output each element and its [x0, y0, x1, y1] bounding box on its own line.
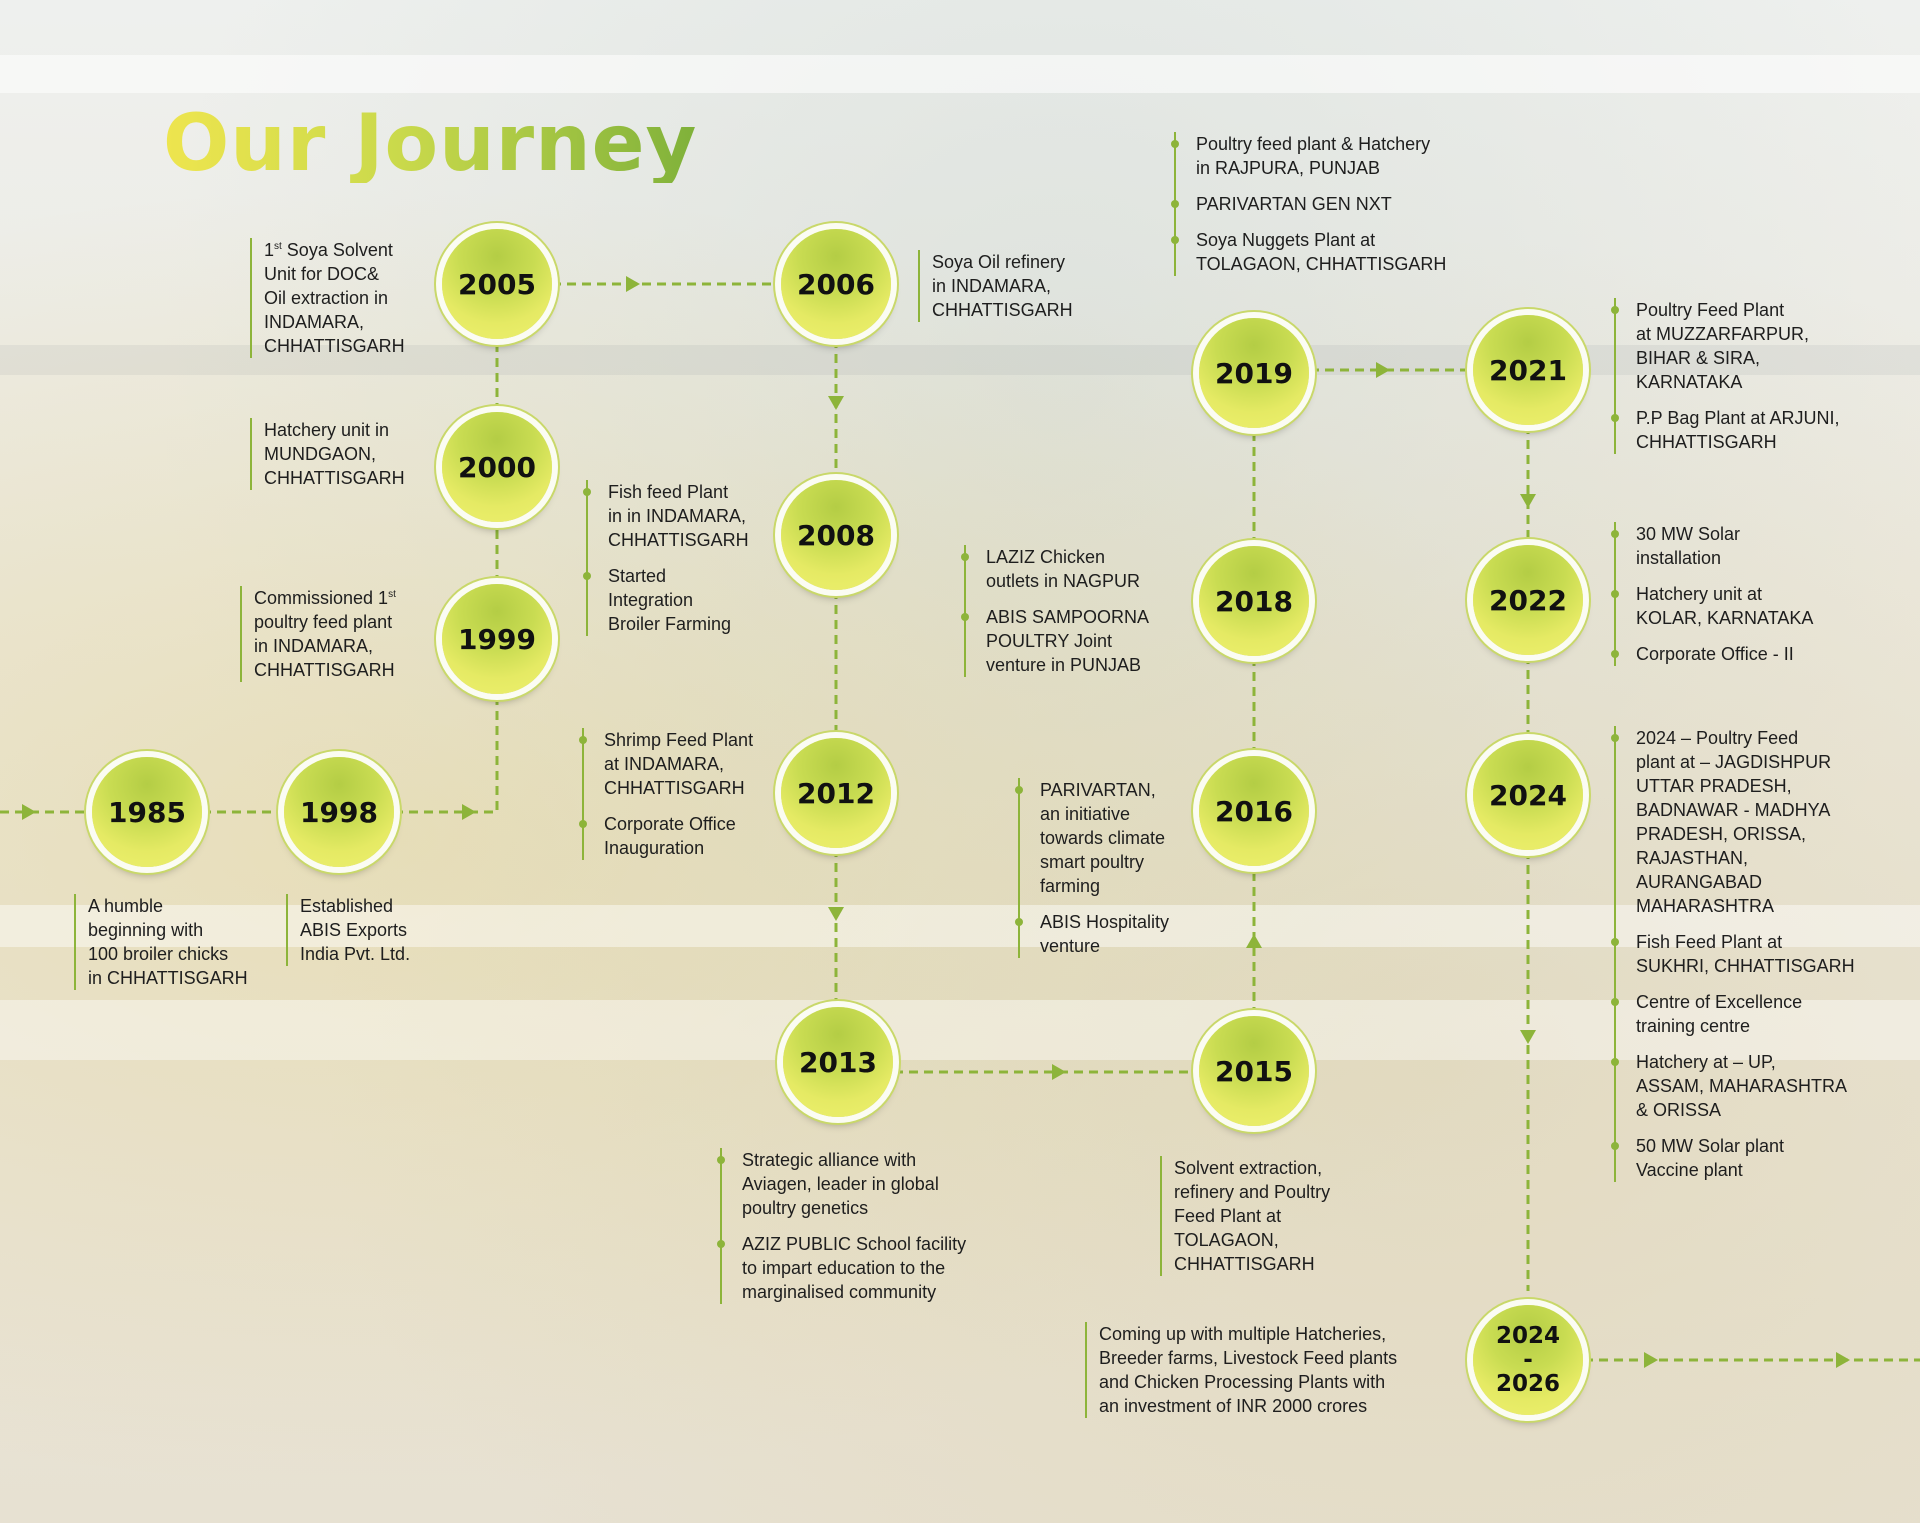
- milestone-2015: Solvent extraction, refinery and Poultry…: [1160, 1156, 1330, 1276]
- milestone-item: Fish feed Plant in in INDAMARA, CHHATTIS…: [583, 482, 749, 550]
- year-node-2024: 2024: [1473, 740, 1583, 850]
- year-node-1999: 1999: [442, 584, 552, 694]
- milestone-item: 1st Soya Solvent Unit for DOC& Oil extra…: [264, 240, 405, 356]
- year-label: 2018: [1215, 584, 1293, 618]
- year-node-2016: 2016: [1199, 756, 1309, 866]
- year-label: 2024 - 2026: [1495, 1322, 1560, 1398]
- arrow-up-icon: [1246, 934, 1262, 948]
- page-title: Our Journey: [163, 99, 698, 189]
- milestone-item: Solvent extraction, refinery and Poultry…: [1174, 1158, 1331, 1274]
- milestone-item: Fish Feed Plant at SUKHRI, CHHATTISGARH: [1611, 932, 1855, 976]
- milestone-item: 2024 – Poultry Feed plant at – JAGDISHPU…: [1611, 726, 1855, 918]
- milestone-2024: 2024 – Poultry Feed plant at – JAGDISHPU…: [1611, 726, 1855, 1182]
- year-label: 2005: [458, 267, 536, 301]
- year-label: 1999: [458, 622, 536, 656]
- year-label: 2006: [797, 267, 875, 301]
- year-label: 1998: [300, 795, 378, 829]
- year-label: 2012: [797, 776, 875, 810]
- milestone-item: Commissioned 1st poultry feed plant in I…: [254, 588, 396, 680]
- year-label: 2021: [1489, 353, 1567, 387]
- year-node-2012: 2012: [781, 738, 891, 848]
- arrow-down-icon: [828, 396, 844, 410]
- milestone-item: ABIS Hospitality venture: [1014, 912, 1170, 956]
- arrow-down-icon: [1520, 1030, 1536, 1044]
- year-node-2008: 2008: [781, 480, 891, 590]
- year-label: 2024: [1489, 778, 1567, 812]
- year-node-2021: 2021: [1473, 315, 1583, 425]
- milestone-item: Strategic alliance with Aviagen, leader …: [716, 1148, 966, 1220]
- arrow-right-icon: [1052, 1064, 1066, 1080]
- milestone-2006: Soya Oil refinery in INDAMARA, CHHATTISG…: [918, 250, 1073, 322]
- year-node-1985: 1985: [92, 757, 202, 867]
- milestone-item: Hatchery at – UP, ASSAM, MAHARASHTRA & O…: [1611, 1050, 1855, 1122]
- milestone-item: Corporate Office Inauguration: [578, 812, 753, 860]
- year-label: 2000: [458, 450, 536, 484]
- year-node-2006: 2006: [781, 229, 891, 339]
- milestone-2021: Poultry Feed Plant at MUZZARFARPUR, BIHA…: [1610, 298, 1840, 454]
- milestone-item: ABIS SAMPOORNA POULTRY Joint venture in …: [960, 607, 1150, 675]
- connector-1998-up: [394, 694, 499, 814]
- milestone-item: Soya Oil refinery in INDAMARA, CHHATTISG…: [932, 252, 1073, 320]
- milestone-2013: Strategic alliance with Aviagen, leader …: [716, 1148, 967, 1304]
- milestone-item: Started Integration Broiler Farming: [583, 564, 749, 636]
- milestone-item: LAZIZ Chicken outlets in NAGPUR: [960, 545, 1149, 593]
- milestone-item: Poultry feed plant & Hatchery in RAJPURA…: [1170, 132, 1446, 180]
- milestone-2005: 1st Soya Solvent Unit for DOC& Oil extra…: [250, 238, 405, 358]
- milestone-item: P.P Bag Plant at ARJUNI, CHHATTISGARH: [1610, 408, 1840, 452]
- year-node-1998: 1998: [284, 757, 394, 867]
- year-label: 2022: [1489, 583, 1567, 617]
- milestone-item: Poultry Feed Plant at MUZZARFARPUR, BIHA…: [1610, 298, 1839, 394]
- year-node-2019: 2019: [1199, 318, 1309, 428]
- milestone-item: Established ABIS Exports India Pvt. Ltd.: [300, 896, 411, 964]
- milestone-1999: Commissioned 1st poultry feed plant in I…: [240, 586, 396, 682]
- milestone-item: Centre of Excellence training centre: [1611, 990, 1855, 1038]
- milestone-item: 50 MW Solar plant Vaccine plant: [1611, 1134, 1855, 1182]
- milestone-item: Corporate Office - II: [1610, 642, 1813, 666]
- milestone-2019: Poultry feed plant & Hatchery in RAJPURA…: [1170, 132, 1447, 276]
- milestone-item: Hatchery unit at KOLAR, KARNATAKA: [1610, 584, 1814, 628]
- milestone-item: Coming up with multiple Hatcheries, Bree…: [1099, 1324, 1398, 1416]
- year-node-2013: 2013: [783, 1007, 893, 1117]
- year-label: 2008: [797, 518, 875, 552]
- arrow-right-icon: [1836, 1352, 1850, 1368]
- milestone-2000: Hatchery unit in MUNDGAON, CHHATTISGARH: [250, 418, 405, 490]
- year-label: 2016: [1215, 794, 1293, 828]
- year-node-2000: 2000: [442, 412, 552, 522]
- arrow-right-icon: [22, 804, 36, 820]
- year-node-2022: 2022: [1473, 545, 1583, 655]
- arrow-down-icon: [828, 907, 844, 921]
- year-label: 2015: [1215, 1054, 1293, 1088]
- milestone-item: AZIZ PUBLIC School facility to impart ed…: [716, 1234, 967, 1302]
- milestone-item: A humble beginning with 100 broiler chic…: [88, 896, 248, 988]
- milestone-2008: Fish feed Plant in in INDAMARA, CHHATTIS…: [583, 480, 749, 636]
- milestone-item: Shrimp Feed Plant at INDAMARA, CHHATTISG…: [578, 730, 754, 798]
- year-label: 2013: [799, 1045, 877, 1079]
- milestone-2022: 30 MW Solar installation Hatchery unit a…: [1610, 522, 1814, 666]
- arrow-down-icon: [1520, 494, 1536, 508]
- arrow-right-icon: [1644, 1352, 1658, 1368]
- arrow-right-icon: [626, 276, 640, 292]
- milestone-2008-right: LAZIZ Chicken outlets in NAGPUR ABIS SAM…: [960, 545, 1150, 677]
- milestone-item: Soya Nuggets Plant at TOLAGAON, CHHATTIS…: [1170, 230, 1447, 274]
- year-node-2005: 2005: [442, 229, 552, 339]
- milestone-2012: Shrimp Feed Plant at INDAMARA, CHHATTISG…: [578, 728, 754, 860]
- arrow-right-icon: [1376, 362, 1390, 378]
- milestone-2024-2026: Coming up with multiple Hatcheries, Bree…: [1085, 1322, 1397, 1418]
- year-node-2015: 2015: [1199, 1016, 1309, 1126]
- milestone-1985: A humble beginning with 100 broiler chic…: [74, 894, 248, 990]
- year-node-2024-2026: 2024 - 2026: [1473, 1305, 1583, 1415]
- year-node-2018: 2018: [1199, 546, 1309, 656]
- milestone-1998: Established ABIS Exports India Pvt. Ltd.: [286, 894, 410, 966]
- milestone-item: PARIVARTAN GEN NXT: [1170, 192, 1446, 216]
- arrow-right-icon: [462, 804, 476, 820]
- year-label: 1985: [108, 795, 186, 829]
- milestone-item: Hatchery unit in MUNDGAON, CHHATTISGARH: [264, 420, 405, 488]
- milestone-item: 30 MW Solar installation: [1610, 522, 1813, 570]
- year-label: 2019: [1215, 356, 1293, 390]
- milestone-2016: PARIVARTAN, an initiative towards climat…: [1014, 778, 1170, 958]
- milestone-item: PARIVARTAN, an initiative towards climat…: [1014, 778, 1169, 898]
